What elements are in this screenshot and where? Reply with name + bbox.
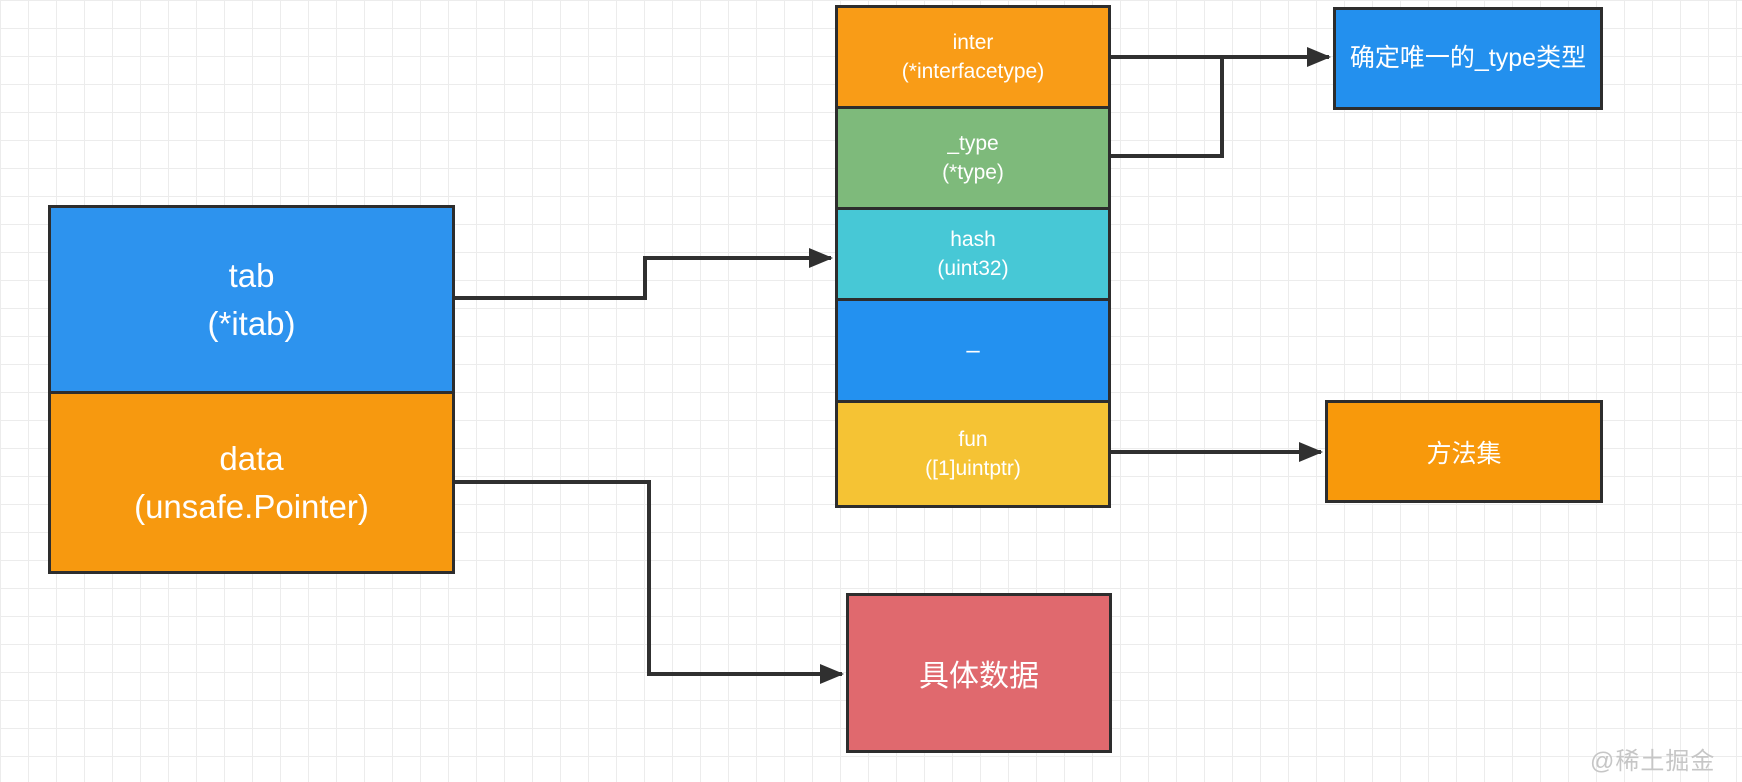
node-type-note[interactable]: 确定唯一的_type类型: [1333, 7, 1603, 110]
node-method-set[interactable]: 方法集: [1325, 400, 1603, 503]
node-fun-type: ([1]uintptr): [925, 457, 1021, 480]
node-hash[interactable]: hash (uint32): [835, 207, 1111, 301]
arrow-tab-to-hash: [455, 248, 833, 300]
node-underscore[interactable]: –: [835, 298, 1111, 403]
arrow-data-to-concrete: [455, 480, 844, 684]
line-type-to-typenote: [1111, 59, 1224, 158]
node-method-set-label: 方法集: [1426, 439, 1502, 468]
node-tab-type: (*itab): [207, 304, 296, 342]
node-data-type: (unsafe.Pointer): [134, 487, 369, 525]
node-inter-type: (*interfacetype): [901, 60, 1045, 83]
node-fun[interactable]: fun ([1]uintptr): [835, 400, 1111, 508]
watermark: @稀土掘金: [1590, 748, 1716, 775]
node-inter-label: inter: [952, 30, 994, 54]
node-hash-label: hash: [950, 227, 996, 251]
node-tab[interactable]: tab (*itab): [48, 205, 455, 394]
node-tab-label: tab: [228, 256, 275, 294]
node-data[interactable]: data (unsafe.Pointer): [48, 391, 455, 574]
node-fun-label: fun: [958, 427, 988, 451]
node-concrete-data-label: 具体数据: [919, 660, 1039, 693]
node-data-label: data: [219, 439, 284, 477]
node-type-note-label: 确定唯一的_type类型: [1349, 44, 1587, 72]
node-underscore-label: –: [966, 336, 980, 364]
node-inter[interactable]: inter (*interfacetype): [835, 5, 1111, 109]
node-type[interactable]: _type (*type): [835, 106, 1111, 210]
node-type-type: (*type): [942, 161, 1004, 184]
node-hash-type: (uint32): [937, 257, 1009, 280]
node-concrete-data[interactable]: 具体数据: [846, 593, 1112, 753]
node-type-label: _type: [947, 131, 999, 155]
